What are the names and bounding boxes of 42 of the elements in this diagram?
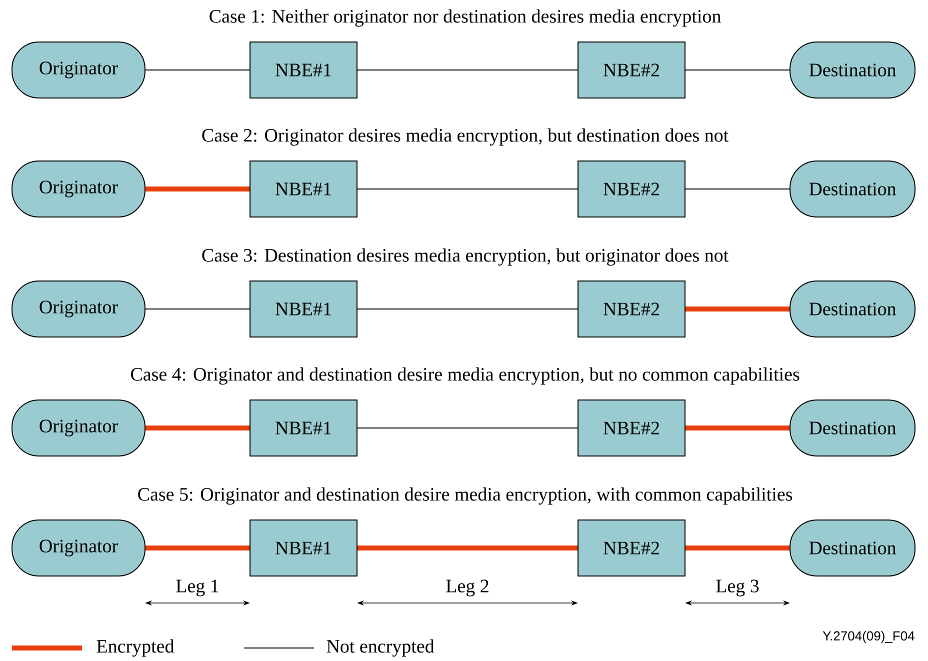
process-box: NBE#1 (250, 520, 358, 576)
terminal-pill: Originator (12, 160, 146, 218)
link-line (357, 308, 578, 310)
figure-id: Y.2704(09)_F04 (822, 630, 914, 644)
process-box: NBE#2 (578, 42, 686, 98)
process-box: NBE#2 (578, 160, 686, 218)
process-box: NBE#1 (250, 42, 358, 98)
leg-label: Leg 1 (176, 580, 218, 596)
terminal-pill: Originator (12, 520, 146, 576)
terminal-pill: Originator (12, 280, 146, 338)
case-heading: Case 2: Originator desires media encryption, but destination does not (202, 128, 728, 146)
link-line (685, 188, 790, 190)
leg-label: Leg 3 (716, 580, 759, 596)
case-heading: Case 3: Destination desires media encryption, but originator does not (202, 248, 728, 266)
process-box: NBE#2 (578, 520, 686, 576)
encrypted-link (146, 426, 250, 430)
terminal-pill: Originator (12, 400, 146, 456)
encrypted-link (146, 186, 250, 192)
link-line (145, 308, 250, 310)
process-box: NBE#1 (250, 160, 358, 218)
leg-label: Leg 2 (446, 580, 488, 596)
case-heading: Case 5: Originator and destination desire media encryption, with common capabilities (138, 487, 792, 505)
encrypted-link (146, 546, 250, 550)
encrypted-link (358, 546, 578, 550)
encrypted-link (686, 546, 790, 550)
legend-text: Not encrypted (326, 639, 434, 657)
terminal-pill: Destination (790, 400, 916, 456)
process-box: NBE#2 (578, 400, 686, 456)
terminal-pill: Destination (790, 520, 916, 576)
terminal-pill: Originator (12, 42, 146, 98)
process-box: NBE#1 (250, 280, 358, 338)
terminal-pill: Destination (790, 42, 916, 98)
process-box: NBE#1 (250, 400, 358, 456)
process-box: NBE#2 (578, 280, 686, 338)
case-heading: Case 4: Originator and destination desire media encryption, but no common capabilities (131, 367, 800, 385)
encrypted-link (686, 426, 790, 430)
case-heading: Case 1: Neither originator nor destination desires media encryption (210, 9, 721, 27)
encrypted-link (686, 306, 790, 312)
link-line (357, 188, 578, 190)
legend-text: Encrypted (96, 639, 174, 657)
terminal-pill: Destination (790, 160, 916, 218)
terminal-pill: Destination (790, 280, 916, 338)
